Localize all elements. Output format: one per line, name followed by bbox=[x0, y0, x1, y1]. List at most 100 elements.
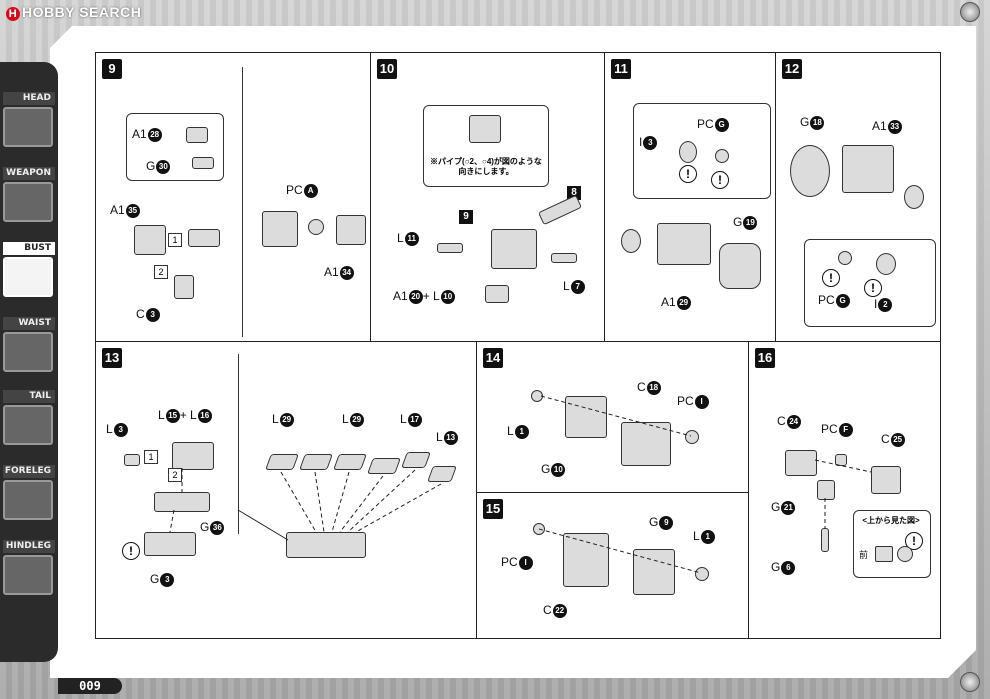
part-drawing bbox=[685, 430, 699, 444]
part-number-badge: 10 bbox=[551, 462, 566, 477]
step-number: 13 bbox=[102, 348, 122, 368]
assembly-arrows bbox=[540, 395, 692, 437]
substep-marker: 2 bbox=[168, 468, 182, 482]
divider bbox=[242, 67, 243, 337]
step-number: 12 bbox=[782, 59, 802, 79]
part-drawing bbox=[551, 253, 577, 263]
tab-foreleg[interactable]: FORELEG bbox=[3, 465, 55, 521]
tab-weapon[interactable]: WEAPON bbox=[3, 167, 55, 223]
part-drawing bbox=[842, 145, 894, 193]
part-drawing bbox=[904, 185, 924, 209]
part-drawing bbox=[657, 223, 711, 265]
part-drawing bbox=[679, 141, 697, 163]
tab-hindleg[interactable]: HINDLEG bbox=[3, 540, 55, 596]
part-drawing bbox=[876, 253, 896, 275]
tab-tail[interactable]: TAIL bbox=[3, 390, 55, 446]
part-number-badge: 29 bbox=[349, 412, 364, 427]
part-drawing bbox=[124, 454, 140, 466]
part-number-badge: 29 bbox=[676, 295, 691, 310]
step-number: 11 bbox=[611, 59, 631, 79]
part-number-badge: 9 bbox=[659, 515, 674, 530]
part-number-badge: F bbox=[838, 422, 853, 437]
caution-icon: ! bbox=[822, 269, 840, 287]
part-drawing bbox=[633, 549, 675, 595]
part-number-badge: 10 bbox=[440, 289, 455, 304]
caution-icon: ! bbox=[864, 279, 882, 297]
part-number-badge: 17 bbox=[407, 412, 422, 427]
part-number-badge: 36 bbox=[210, 520, 225, 535]
foreleg-thumbnail-icon bbox=[3, 480, 53, 520]
part-drawing bbox=[308, 219, 324, 235]
part-drawing bbox=[565, 396, 607, 438]
part-drawing bbox=[715, 149, 729, 163]
tab-head[interactable]: HEAD bbox=[3, 92, 55, 148]
part-drawing bbox=[186, 127, 208, 143]
part-number-badge: A bbox=[303, 183, 318, 198]
part-number-badge: 24 bbox=[786, 414, 801, 429]
substep-marker: 1 bbox=[144, 450, 158, 464]
pipe-direction-note: ※パイプ(○2、○4)が図のような向きにします。 bbox=[430, 157, 542, 176]
step-number: 14 bbox=[483, 348, 503, 368]
assembly-arrows bbox=[814, 459, 872, 528]
part-drawing bbox=[437, 243, 463, 253]
part-number-badge: 13 bbox=[443, 430, 458, 445]
front-indicator: 前 bbox=[859, 550, 869, 560]
head-thumbnail-icon bbox=[3, 107, 53, 147]
part-drawing bbox=[172, 442, 214, 470]
part-number-badge: 3 bbox=[160, 572, 175, 587]
top-view-note: <上から見た図> bbox=[862, 516, 920, 525]
part-drawing bbox=[695, 567, 709, 581]
tab-waist[interactable]: WAIST bbox=[3, 317, 55, 373]
part-number-badge: 18 bbox=[646, 380, 661, 395]
section-tab-bar: HEAD WEAPON BUST WAIST TAIL FORELEG HIND… bbox=[0, 62, 58, 662]
step-number: 9 bbox=[102, 59, 122, 79]
substep-marker: 2 bbox=[154, 265, 168, 279]
part-number-badge: 18 bbox=[810, 115, 825, 130]
part-number-badge: 1 bbox=[700, 529, 715, 544]
part-number-badge: 35 bbox=[125, 203, 140, 218]
assembly-arrows bbox=[169, 468, 442, 541]
part-number-badge: G bbox=[714, 117, 729, 132]
part-drawing bbox=[871, 466, 901, 494]
part-drawing bbox=[192, 157, 214, 169]
part-drawing bbox=[790, 145, 830, 197]
part-number-badge: 3 bbox=[643, 135, 658, 150]
step-number: 16 bbox=[755, 348, 775, 368]
part-number-badge: 3 bbox=[113, 422, 128, 437]
part-number-badge: 33 bbox=[887, 119, 902, 134]
tab-bust[interactable]: BUST bbox=[3, 242, 55, 298]
part-number-badge: 6 bbox=[781, 560, 796, 575]
part-number-badge: 34 bbox=[339, 265, 354, 280]
part-drawing bbox=[485, 285, 509, 303]
part-drawing bbox=[835, 454, 847, 466]
corner-bolt-icon bbox=[960, 672, 980, 692]
divider bbox=[238, 354, 239, 534]
part-drawing bbox=[262, 211, 298, 247]
part-number-badge: 20 bbox=[408, 289, 423, 304]
